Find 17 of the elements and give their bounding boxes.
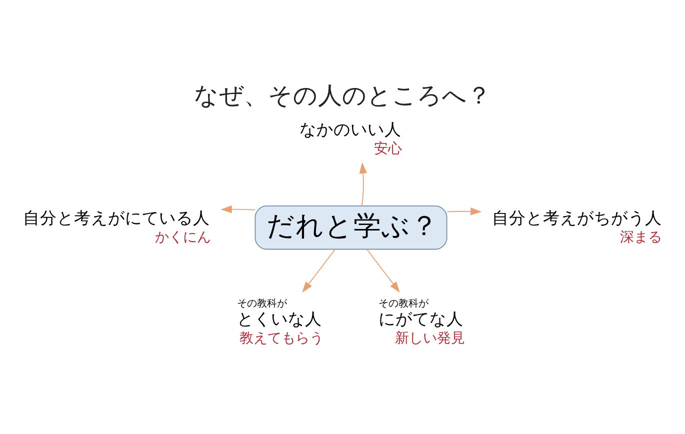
node-box: だれと学ぶ？: [254, 205, 448, 250]
node-label: 安心: [374, 140, 402, 157]
node-label: 教えてもらう: [240, 330, 324, 347]
arrow: [446, 208, 482, 216]
node-text: その教科が にがてな人: [378, 298, 464, 329]
arrow: [302, 248, 336, 293]
node-text: その教科が とくいな人: [236, 298, 322, 329]
node-text: なかのいい人: [299, 120, 402, 139]
arrow: [220, 205, 256, 214]
arrow: [359, 162, 368, 206]
arrow: [366, 248, 400, 293]
node-label: 深まる: [620, 229, 662, 246]
node-label: 新しい発見: [395, 330, 466, 347]
diagram-title: なぜ、その人のところへ？: [194, 82, 491, 110]
node-label: かくにん: [154, 229, 211, 246]
node-text: 自分と考えがちがう人: [492, 208, 662, 228]
node-text: 自分と考えがにている人: [23, 208, 210, 228]
